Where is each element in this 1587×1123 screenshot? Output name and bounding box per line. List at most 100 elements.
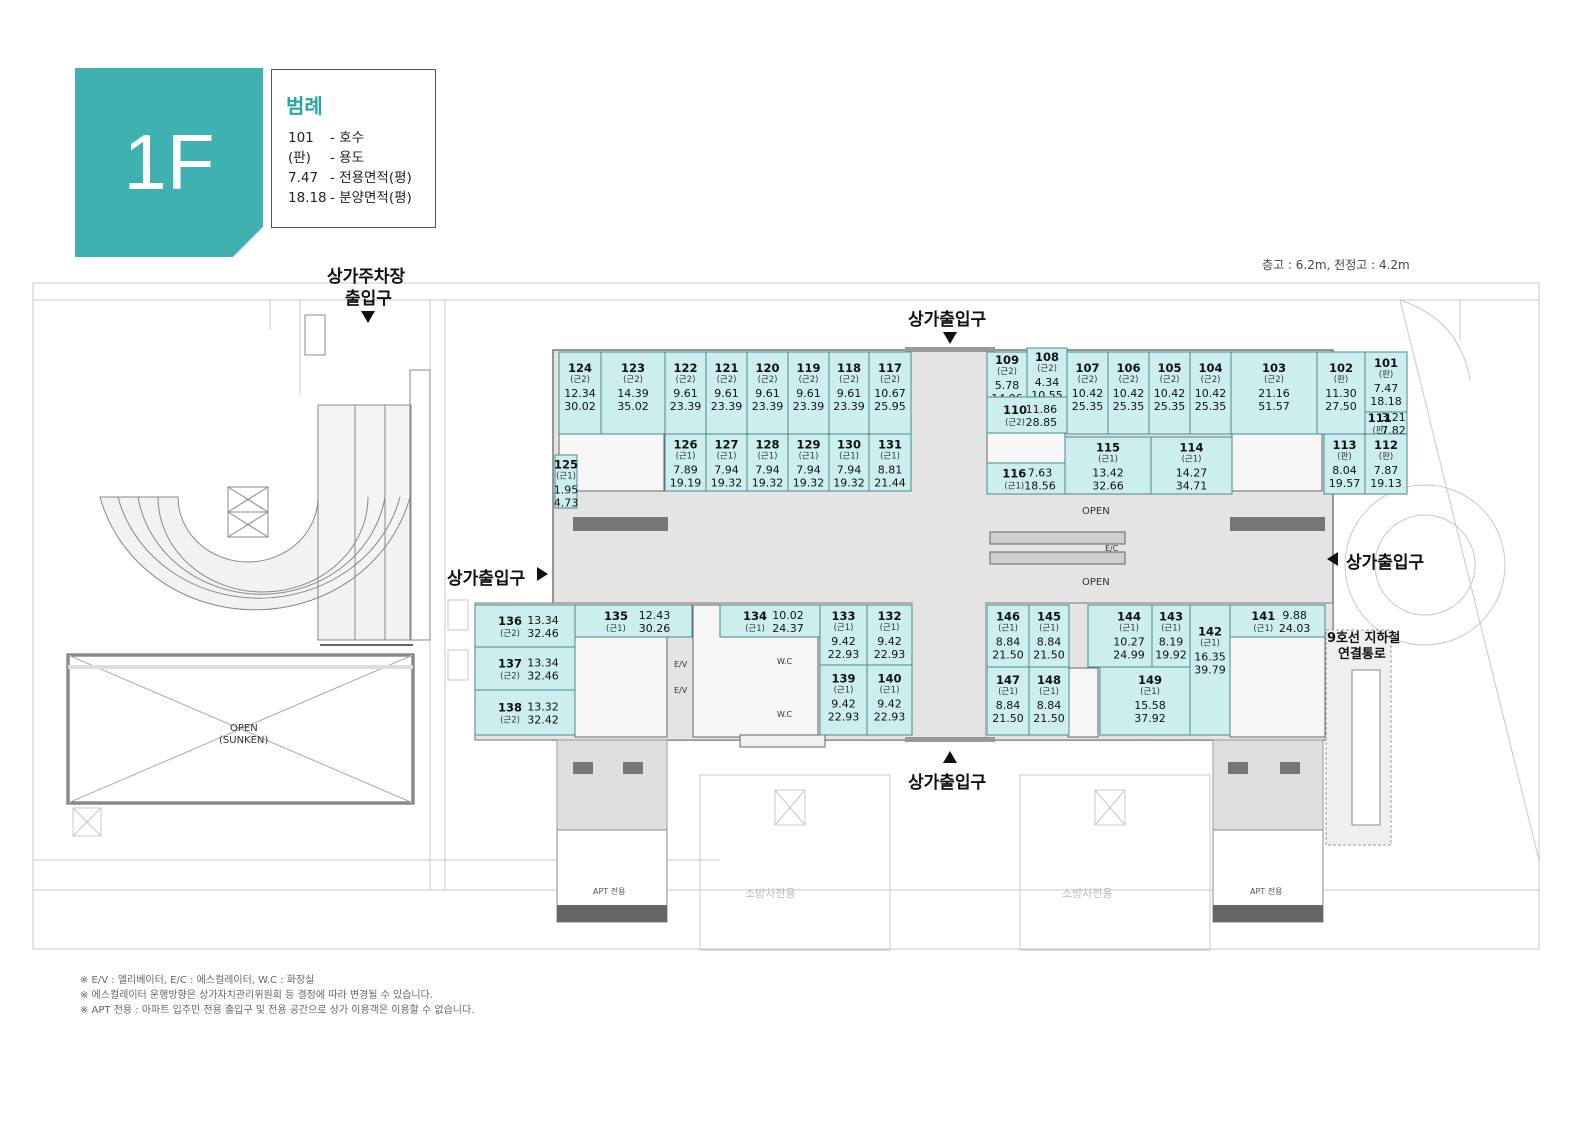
unit-shape bbox=[1099, 666, 1201, 736]
unit-shape bbox=[1229, 604, 1326, 638]
unit-125[interactable]: 125(근1)1.954.73 bbox=[554, 454, 579, 510]
unit-sale-area: 39.79 bbox=[1194, 664, 1226, 677]
unit-number: 120 bbox=[755, 361, 779, 375]
unit-number: 130 bbox=[837, 438, 861, 452]
unit-sale-area: 22.93 bbox=[874, 648, 906, 661]
unit-shape bbox=[1107, 351, 1150, 435]
unit-sale-area: 22.93 bbox=[874, 710, 906, 723]
unit-shape bbox=[746, 433, 789, 492]
unit-net-area: 10.67 bbox=[874, 387, 906, 400]
unit-net-area: 13.32 bbox=[527, 701, 559, 714]
unit-111[interactable]: 111(판)3.217.82 bbox=[1364, 411, 1408, 437]
unit-use: (근1) bbox=[839, 452, 859, 462]
unit-use: (근1) bbox=[1004, 482, 1024, 492]
unit-shape bbox=[828, 351, 870, 435]
unit-net-area: 8.84 bbox=[996, 636, 1021, 649]
sunken-label: OPEN bbox=[230, 723, 258, 734]
unit-net-area: 7.94 bbox=[796, 464, 821, 477]
unit-sale-area: 23.39 bbox=[711, 400, 743, 413]
unit-use: (근2) bbox=[1160, 375, 1180, 385]
unit-number: 133 bbox=[831, 609, 855, 623]
unit-sale-area: 19.19 bbox=[670, 477, 702, 490]
unit-use: (근1) bbox=[1182, 455, 1202, 465]
unit-number: 114 bbox=[1179, 441, 1203, 455]
unit-use: (근1) bbox=[834, 685, 854, 695]
unit-use: (근2) bbox=[1037, 364, 1057, 374]
unit-number: 136 bbox=[498, 614, 522, 628]
unit-net-area: 10.42 bbox=[1195, 387, 1227, 400]
unit-use: (근1) bbox=[606, 624, 626, 634]
unit-sale-area: 19.32 bbox=[793, 477, 825, 490]
unit-net-area: 4.34 bbox=[1035, 376, 1060, 389]
unit-sale-area: 23.39 bbox=[833, 400, 865, 413]
unit-use: (근1) bbox=[676, 452, 696, 462]
unit-sale-area: 4.73 bbox=[554, 497, 579, 510]
unit-sale-area: 25.35 bbox=[1113, 400, 1145, 413]
entrance-right-label: 상가출입구 bbox=[1346, 553, 1425, 573]
unit-shape bbox=[828, 433, 870, 492]
unit-net-area: 8.19 bbox=[1159, 636, 1184, 649]
fire-lane-label: 소방차전용 bbox=[745, 887, 796, 900]
unit-sale-area: 32.42 bbox=[527, 714, 559, 727]
unit-use: (근2) bbox=[1078, 375, 1098, 385]
unit-net-area: 9.61 bbox=[837, 387, 862, 400]
unit-net-area: 1.95 bbox=[554, 484, 579, 497]
unit-use: (근1) bbox=[1200, 639, 1220, 649]
unit-sale-area: 18.18 bbox=[1370, 395, 1402, 408]
unit-number: 117 bbox=[878, 361, 902, 375]
unit-number: 110 bbox=[1003, 403, 1027, 417]
elevator-label-2: E/V bbox=[674, 686, 688, 695]
unit-use: (근1) bbox=[998, 624, 1018, 634]
legend-title: 범례 bbox=[286, 94, 323, 118]
unit-use: (근1) bbox=[834, 623, 854, 633]
unit-net-area: 11.86 bbox=[1026, 403, 1058, 416]
unit-sale-area: 23.39 bbox=[793, 400, 825, 413]
unit-use: (근1) bbox=[1119, 624, 1139, 634]
